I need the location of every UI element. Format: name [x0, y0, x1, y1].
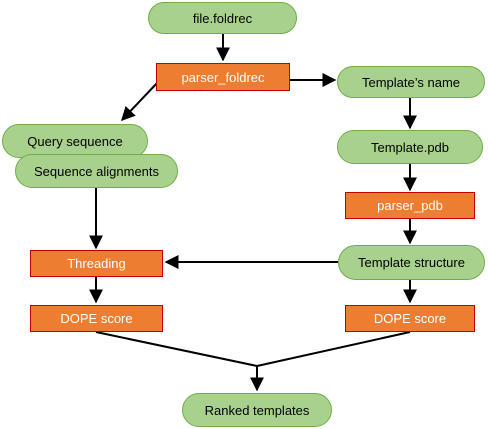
node-parser-pdb: parser_pdb: [345, 192, 475, 219]
node-template-structure: Template structure: [338, 245, 485, 280]
node-file-foldrec: file.foldrec: [148, 2, 297, 34]
node-query-sequence: Query sequence: [2, 124, 148, 158]
node-parser-foldrec: parser_foldrec: [156, 63, 290, 91]
node-sequence-alignments: Sequence alignments: [15, 154, 178, 188]
node-ranked-templates: Ranked templates: [182, 393, 332, 427]
arrow-parser-to-query-sequence: [121, 81, 159, 122]
node-template-pdb: Template.pdb: [337, 130, 483, 164]
node-dope-score-right: DOPE score: [345, 305, 475, 332]
node-threading: Threading: [30, 250, 163, 277]
line-dope-left-to-join: [95, 331, 258, 367]
node-dope-score-left: DOPE score: [30, 305, 163, 332]
node-template-name: Template’s name: [337, 66, 485, 98]
line-dope-right-to-join: [256, 331, 411, 367]
